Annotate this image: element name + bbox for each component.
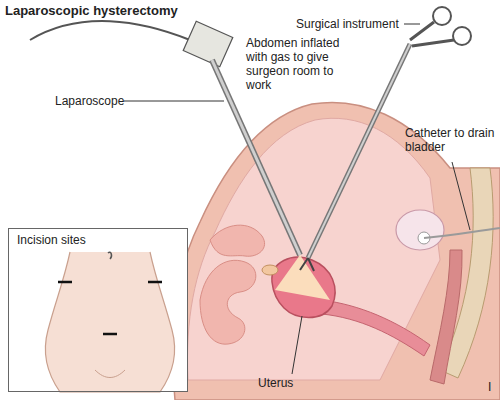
body-section bbox=[173, 102, 500, 400]
note-label: Abdomen inflated with gas to give surgeo… bbox=[246, 36, 342, 92]
navel-incision bbox=[108, 252, 111, 259]
scope-cable bbox=[30, 21, 190, 40]
scope-light bbox=[275, 255, 330, 300]
inset-heading: Incision sites bbox=[17, 233, 179, 247]
instrument-grip bbox=[410, 22, 454, 46]
diagram-title: Laparoscopic hysterectomy bbox=[5, 4, 178, 18]
leader-line bbox=[452, 162, 470, 230]
torso-outline bbox=[45, 252, 174, 392]
inset-box: Incision sites bbox=[8, 228, 188, 392]
leader-line bbox=[292, 316, 302, 374]
ovary bbox=[262, 265, 278, 275]
groin-line bbox=[95, 370, 125, 378]
vagina bbox=[322, 300, 430, 356]
catheter-tube bbox=[424, 228, 500, 238]
intestine bbox=[210, 225, 265, 256]
instrument-jaws bbox=[300, 258, 314, 271]
intestine bbox=[200, 260, 256, 344]
leader-line bbox=[124, 101, 224, 102]
inset-ground bbox=[8, 228, 188, 392]
part-label: Surgical instrument bbox=[296, 17, 399, 31]
camera-head bbox=[183, 21, 233, 67]
stray-mark: I bbox=[488, 380, 491, 394]
bladder bbox=[396, 210, 444, 250]
part-label: Uterus bbox=[258, 376, 293, 390]
rectum bbox=[430, 250, 462, 384]
incision-mark bbox=[103, 333, 117, 336]
leader-line bbox=[404, 24, 420, 25]
part-label: Laparoscope bbox=[55, 94, 124, 108]
instrument-handle bbox=[453, 27, 471, 45]
incision-mark bbox=[148, 281, 162, 284]
part-label: Catheter to drain bladder bbox=[405, 126, 495, 154]
incision-mark bbox=[58, 281, 72, 284]
instrument-handle bbox=[433, 7, 451, 25]
